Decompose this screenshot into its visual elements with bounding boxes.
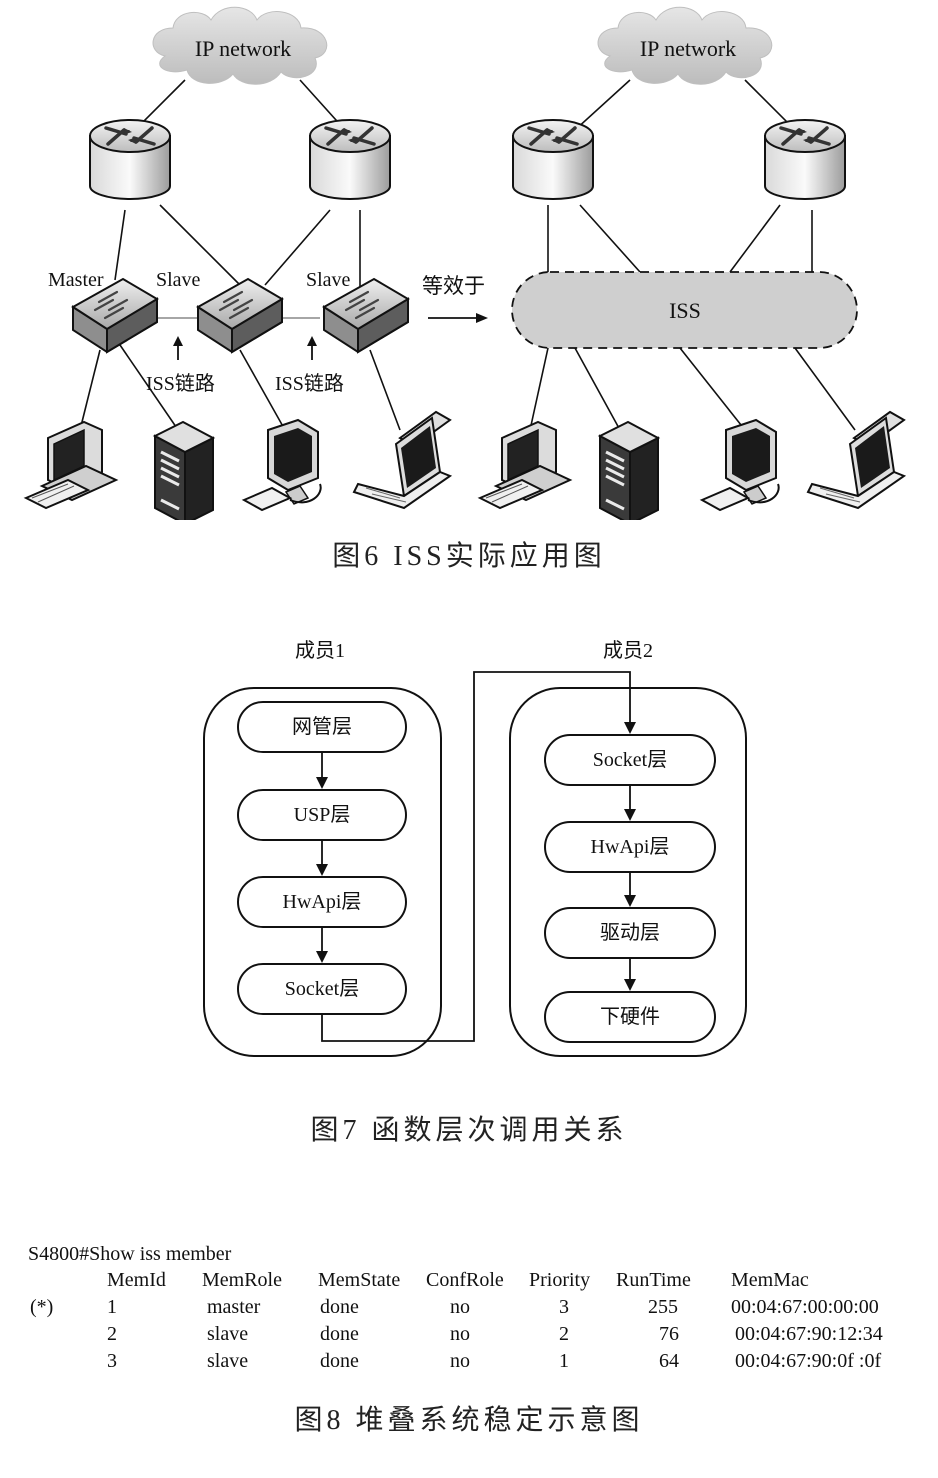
- figure7-diagram: 成员1 成员2 网管层 USP层 HwApi层 Socket层 Socket层 …: [203, 639, 747, 1057]
- ip-network-label-left: IP network: [195, 36, 291, 61]
- header-priority: Priority: [529, 1269, 591, 1291]
- laptop-icon: [353, 411, 451, 509]
- router-icon: [763, 118, 847, 201]
- layer-label: 下硬件: [600, 1005, 660, 1028]
- cell-memstate: done: [320, 1323, 359, 1345]
- header-memrole: MemRole: [202, 1269, 282, 1291]
- down-arrow-icon: [624, 895, 636, 907]
- layer-label: Socket层: [285, 978, 359, 1000]
- layer-box-hardware: [544, 991, 716, 1043]
- ip-network-label-right: IP network: [640, 36, 736, 61]
- server-icon: [598, 420, 660, 520]
- cell-memrole: slave: [207, 1350, 249, 1372]
- layer-label: USP层: [294, 804, 351, 826]
- down-arrow-icon: [624, 722, 636, 734]
- right-arrow-icon: [476, 313, 488, 323]
- cell-memmac: 00:04:67:90:12:34: [735, 1323, 883, 1345]
- role-slave-label: Slave: [306, 269, 351, 291]
- member2-container: [509, 687, 747, 1057]
- header-memid: MemId: [107, 1269, 166, 1291]
- cell-memid: 3: [107, 1350, 117, 1372]
- iss-label: ISS: [669, 298, 701, 323]
- figure6-diagram: IP network IP network Master Slave Slave…: [25, 6, 905, 520]
- desktop-pc-icon: [25, 421, 117, 509]
- iss-virtual-switch: [511, 271, 858, 349]
- header-confrole: ConfRole: [426, 1269, 504, 1291]
- monitor-icon: [243, 419, 322, 511]
- cell-priority: 1: [559, 1350, 569, 1372]
- iss-member-output: S4800#Show iss member MemId MemRole MemS…: [0, 1235, 938, 1385]
- cell-memstate: done: [320, 1296, 359, 1318]
- up-arrow-icon: [173, 336, 183, 346]
- down-arrow-icon: [316, 951, 328, 963]
- layer-label: Socket层: [593, 749, 667, 771]
- cell-memstate: done: [320, 1350, 359, 1372]
- down-arrow-icon: [316, 777, 328, 789]
- layer-label: 网管层: [292, 715, 352, 738]
- cell-memrole: master: [207, 1296, 261, 1318]
- desktop-pc-icon: [479, 421, 571, 509]
- cell-confrole: no: [450, 1323, 470, 1345]
- server-icon: [153, 420, 215, 520]
- cell-priority: 3: [559, 1296, 569, 1318]
- figure6-caption: 图6 ISS实际应用图: [332, 541, 606, 572]
- down-arrow-icon: [624, 809, 636, 821]
- figure7-caption: 图7 函数层次调用关系: [310, 1115, 628, 1146]
- header-memmac: MemMac: [731, 1269, 809, 1291]
- cell-runtime: 64: [659, 1350, 679, 1372]
- member2-title: 成员2: [603, 639, 653, 662]
- equivalent-label: 等效于: [422, 274, 485, 298]
- cell-runtime: 255: [648, 1296, 678, 1318]
- iss-link-label: ISS链路: [275, 372, 344, 395]
- router-icon: [308, 118, 392, 201]
- layer-label: HwApi层: [591, 836, 670, 858]
- cli-command: S4800#Show iss member: [28, 1243, 232, 1265]
- cell-memid: 1: [107, 1296, 117, 1318]
- router-icon: [88, 118, 172, 201]
- cell-memmac: 00:04:67:90:0f :0f: [735, 1350, 882, 1372]
- inter-member-connector: [321, 671, 631, 1042]
- role-slave-label: Slave: [156, 269, 201, 291]
- figure8-caption: 图8 堆叠系统稳定示意图: [294, 1405, 644, 1436]
- row-marker: (*): [30, 1296, 54, 1318]
- header-memstate: MemState: [318, 1269, 401, 1291]
- layer-label: 驱动层: [600, 921, 660, 944]
- down-arrow-icon: [624, 979, 636, 991]
- header-runtime: RunTime: [616, 1269, 691, 1291]
- router-icon: [511, 118, 595, 201]
- cell-memmac: 00:04:67:00:00:00: [731, 1296, 879, 1318]
- cell-confrole: no: [450, 1350, 470, 1372]
- cell-memid: 2: [107, 1323, 117, 1345]
- cell-memrole: slave: [207, 1323, 249, 1345]
- cell-priority: 2: [559, 1323, 569, 1345]
- down-arrow-icon: [316, 864, 328, 876]
- role-master-label: Master: [48, 269, 104, 291]
- cell-confrole: no: [450, 1296, 470, 1318]
- monitor-icon: [701, 419, 780, 511]
- switch-icon: [196, 277, 284, 354]
- up-arrow-icon: [307, 336, 317, 346]
- layer-label: HwApi层: [283, 891, 362, 913]
- member1-title: 成员1: [295, 639, 345, 662]
- iss-link-label: ISS链路: [146, 372, 215, 395]
- cell-runtime: 76: [659, 1323, 679, 1345]
- laptop-icon: [807, 411, 905, 509]
- member1-container: [203, 687, 442, 1057]
